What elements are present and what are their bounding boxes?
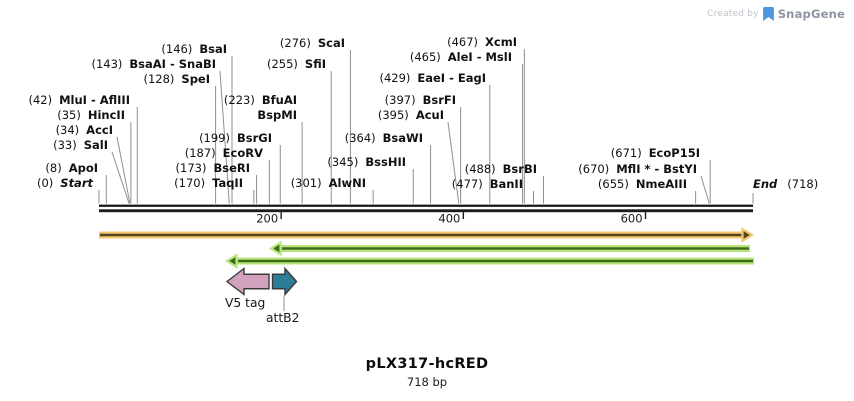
v5-tag-feature-label[interactable]: V5 tag [225, 296, 265, 310]
enzyme-site-label[interactable]: (488)BsrBI [465, 162, 537, 176]
plasmid-title: pLX317-hcRED [365, 356, 489, 372]
leader-line [219, 70, 230, 204]
enzyme-site-label[interactable]: (467)XcmI [447, 35, 517, 49]
enzyme-site-label[interactable]: (429)EaeI - EagI [379, 71, 486, 85]
orf-reverse-a-arrow[interactable] [268, 240, 750, 257]
attb2-feature-arrow[interactable] [271, 266, 298, 297]
enzyme-site-label[interactable]: BspMI [257, 108, 297, 122]
plasmid-length: 718 bp [406, 375, 448, 389]
snapgene-watermark: Created by SnapGene [707, 7, 845, 21]
map-backbone-top-line [99, 204, 753, 207]
enzyme-site-label[interactable]: (0)Start [37, 176, 94, 190]
ruler-label: 400 [438, 212, 460, 226]
snapgene-brand-text: SnapGene [777, 7, 845, 21]
enzyme-site-label[interactable]: (146)BsaI [161, 42, 227, 56]
enzyme-site-label[interactable]: (223)BfuAI [224, 93, 297, 107]
orf-reverse-b-arrow[interactable] [224, 253, 754, 269]
enzyme-site-label[interactable]: (143)BsaAI - SnaBI [91, 57, 216, 71]
enzyme-site-label[interactable]: (345)BssHII [327, 155, 406, 169]
enzyme-site-label[interactable]: (173)BseRI [176, 161, 250, 175]
enzyme-site-label[interactable]: (35)HincII [57, 108, 125, 122]
leader-line [700, 175, 710, 204]
enzyme-site-label[interactable]: (255)SfiI [267, 57, 326, 71]
enzyme-site-label[interactable]: (655)NmeAIII [598, 177, 687, 191]
leader-line [111, 151, 130, 204]
enzyme-site-label[interactable]: (276)ScaI [280, 36, 345, 50]
enzyme-site-label[interactable]: (670)MflI * - BstYI [578, 162, 697, 176]
enzyme-site-label[interactable]: (128)SpeI [143, 72, 210, 86]
enzyme-site-label[interactable]: (199)BsrGI [199, 131, 272, 145]
feature-arrowhead [741, 227, 755, 243]
orf-forward-arrow[interactable] [99, 227, 755, 243]
feature-core [282, 247, 749, 250]
enzyme-site-label[interactable]: (170)TaqII [174, 176, 243, 190]
feature-core [238, 259, 753, 263]
enzyme-site-label[interactable]: (33)SalI [53, 138, 108, 152]
snapgene-logo-icon [762, 7, 774, 21]
enzyme-site-label[interactable]: (477)BanII [452, 177, 523, 191]
feature-core [100, 233, 742, 237]
enzyme-site-label[interactable]: (42)MluI - AflIII [28, 93, 130, 107]
created-by-text: Created by [707, 9, 759, 19]
ruler-label: 200 [256, 212, 278, 226]
feature-arrowhead [268, 240, 282, 257]
enzyme-site-label[interactable]: (364)BsaWI [345, 131, 423, 145]
leader-line [116, 136, 131, 204]
v5-tag-feature-arrow[interactable] [225, 267, 270, 296]
enzyme-site-label[interactable]: (465)AleI - MslI [410, 50, 512, 64]
enzyme-site-label[interactable]: (395)AcuI [378, 108, 444, 122]
attb2-feature-label[interactable]: attB2 [266, 311, 299, 325]
map-backbone-bottom-line [99, 209, 753, 213]
enzyme-site-label[interactable]: (187)EcoRV [185, 146, 263, 160]
leader-line [447, 121, 460, 204]
title-block: pLX317-hcRED 718 bp [0, 356, 854, 389]
feature-arrowhead [224, 253, 238, 269]
enzyme-site-label[interactable]: (671)EcoP15I [611, 146, 700, 160]
ruler-label: 600 [621, 212, 643, 226]
enzyme-site-label[interactable]: (34)AccI [56, 123, 113, 137]
enzyme-site-label[interactable]: (8)ApoI [45, 161, 98, 175]
enzyme-site-label[interactable]: (397)BsrFI [385, 93, 456, 107]
enzyme-site-label[interactable]: (301)AlwNI [291, 176, 366, 190]
enzyme-site-label[interactable]: End(718) [753, 177, 818, 191]
